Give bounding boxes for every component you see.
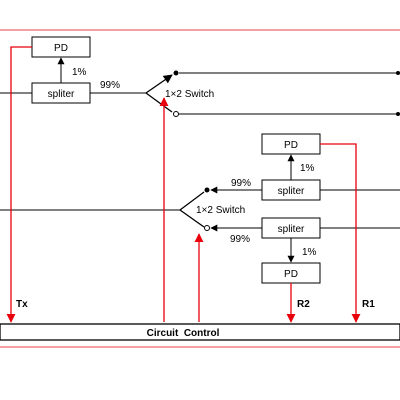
switch-label-middle: 1×2 Switch [196,205,245,216]
signal-label-tx: Tx [16,299,28,310]
circuit-control-label: Circuit Control [147,328,220,339]
signal-label-r1: R1 [362,299,375,310]
junction-dot-bottom [396,112,400,116]
switch-label-top: 1×2 Switch [165,89,214,100]
pd-box-top-left: PD [31,36,91,58]
splitter-label: spliter [278,186,305,197]
control-lines [6,46,361,323]
signal-label-r2: R2 [297,299,310,310]
splitter-label: spliter [48,89,75,100]
junction-dot-top [396,71,400,75]
pd-box-upper-right: PD [261,133,321,155]
ratio-99pct-upper-right: 99% [231,178,251,189]
switch-middle [179,191,205,228]
splitter-box-top-left: spliter [31,82,91,104]
ratio-1pct-lower-right: 1% [302,247,317,258]
splitter-box-lower-right: spliter [261,217,321,239]
pd-box-lower-right: PD [261,262,321,284]
switch-contact-lower [204,225,210,231]
circuit-control-box: Circuit Control [0,323,400,341]
ratio-1pct-top-left: 1% [72,67,87,78]
pd-label: PD [284,140,298,151]
switch-top [145,70,179,117]
splitter-label: spliter [278,224,305,235]
ratio-1pct-upper-right: 1% [300,163,315,174]
switch-contact-upper [204,187,210,193]
outer-frame [0,29,400,348]
pd-label: PD [54,43,68,54]
splitter-box-upper-right: spliter [261,179,321,201]
ratio-99pct-lower-right: 99% [230,234,250,245]
ratio-99pct-top: 99% [100,80,120,91]
pd-label: PD [284,269,298,280]
